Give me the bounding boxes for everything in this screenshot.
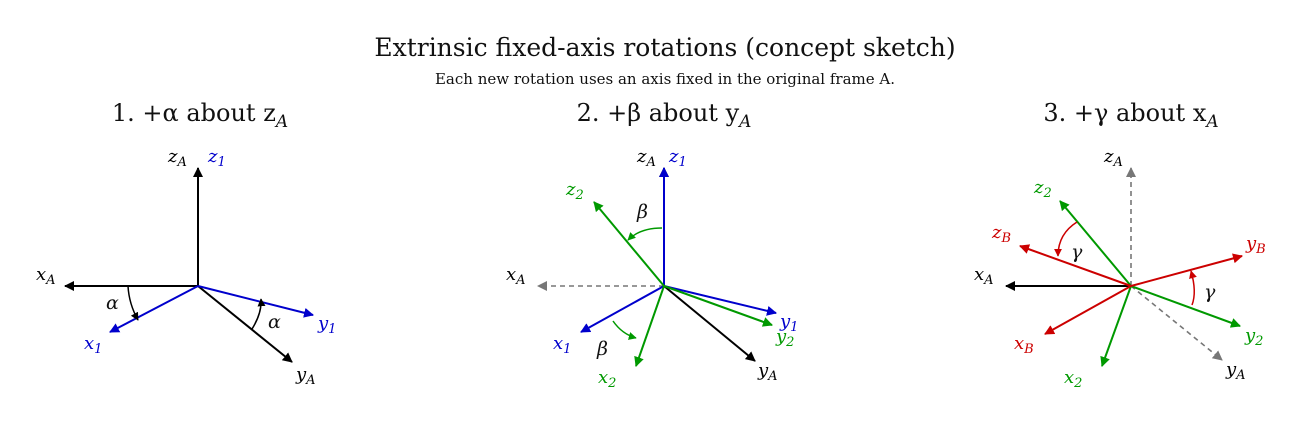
- panel-2: 2. +β about yA zA z1 xA yA x1 y1 z2 x2 y…: [506, 99, 798, 391]
- panel-2-axis-z2: [593, 201, 665, 287]
- panel-3-label-zA: zA: [1103, 146, 1123, 170]
- panel-1-alpha-arc-2: [251, 298, 266, 330]
- panel-3-axis-xB: [1044, 285, 1132, 335]
- panel-2-axis-y2: [663, 285, 773, 327]
- panel-1-alpha-label-2: α: [268, 311, 281, 333]
- panel-2-label-xA: xA: [506, 264, 526, 288]
- panel-2-label-z1: z1: [668, 146, 687, 170]
- panel-1-axis-y1: [197, 285, 314, 318]
- panel-3-label-z2: z2: [1033, 177, 1052, 201]
- panel-1-alpha-arc-1: [127, 285, 139, 321]
- panel-2-label-zA: zA: [636, 146, 656, 170]
- panel-1-label-y1: y1: [317, 313, 336, 337]
- panel-3: 3. +γ about xA zA xA yA z2 x2 y2 zB xB y…: [974, 99, 1266, 391]
- panel-1-label-xA: xA: [36, 264, 56, 288]
- panel-3-label-yB: yB: [1245, 233, 1266, 257]
- panel-3-axis-x2: [1100, 285, 1132, 367]
- panel-3-label-xA: xA: [974, 264, 994, 288]
- panel-2-beta-arc-2: [612, 320, 637, 340]
- panel-1-label-z1: z1: [207, 146, 226, 170]
- panel-3-gamma-arc-2: [1189, 270, 1197, 306]
- panel-3-gamma-label-2: γ: [1204, 281, 1216, 303]
- diagram-subtitle: Each new rotation uses an axis fixed in …: [435, 70, 895, 88]
- panel-2-label-y1: y1: [779, 311, 798, 335]
- panel-2-title: 2. +β about yA: [577, 99, 752, 132]
- panel-3-axis-y2: [1130, 285, 1241, 328]
- panel-3-label-xB: xB: [1014, 333, 1034, 357]
- panel-3-axis-zB: [1019, 244, 1132, 287]
- panel-2-axis-x2: [634, 285, 665, 367]
- panel-2-beta-label-2: β: [596, 338, 608, 360]
- panel-1-alpha-label-1: α: [106, 292, 119, 314]
- panel-3-axis-yA: [1130, 285, 1223, 361]
- panel-3-title: 3. +γ about xA: [1043, 99, 1218, 132]
- panel-1-label-x1: x1: [84, 333, 102, 357]
- panel-1-axis-yA: [197, 285, 293, 363]
- panel-2-label-y2: y2: [775, 326, 794, 350]
- panel-2-axis-x1: [580, 285, 665, 333]
- subtitle-text: Each new rotation uses an axis fixed in …: [435, 70, 895, 88]
- diagram-title: Extrinsic fixed-axis rotations (concept …: [374, 33, 955, 62]
- panel-2-label-z2: z2: [565, 179, 584, 203]
- panel-1: 1. +α about zA zA z1 xA yA x1 y1 α α: [36, 99, 336, 388]
- panel-3-gamma-arc-1: [1054, 221, 1078, 257]
- panel-1-axis-x1: [109, 285, 199, 333]
- panel-3-label-zB: zB: [991, 222, 1011, 246]
- panel-3-axis-z2: [1059, 200, 1132, 287]
- panel-2-label-x2: x2: [598, 367, 616, 391]
- panel-3-label-yA: yA: [1225, 359, 1246, 383]
- panel-3-label-y2: y2: [1244, 325, 1263, 349]
- panel-1-title: 1. +α about zA: [112, 99, 288, 132]
- panel-2-label-yA: yA: [757, 360, 778, 384]
- panel-2-axis-yA: [663, 285, 756, 362]
- panel-1-label-yA: yA: [295, 364, 316, 388]
- panel-2-axis-y1: [663, 285, 777, 316]
- panel-2-beta-arc-1: [627, 227, 663, 241]
- panel-2-label-x1: x1: [553, 333, 571, 357]
- panel-1-label-zA: zA: [167, 146, 187, 170]
- panel-3-axis-yB: [1130, 253, 1243, 287]
- panel-2-beta-label-1: β: [636, 201, 648, 223]
- panel-3-gamma-label-1: γ: [1071, 241, 1083, 263]
- panel-3-label-x2: x2: [1064, 367, 1082, 391]
